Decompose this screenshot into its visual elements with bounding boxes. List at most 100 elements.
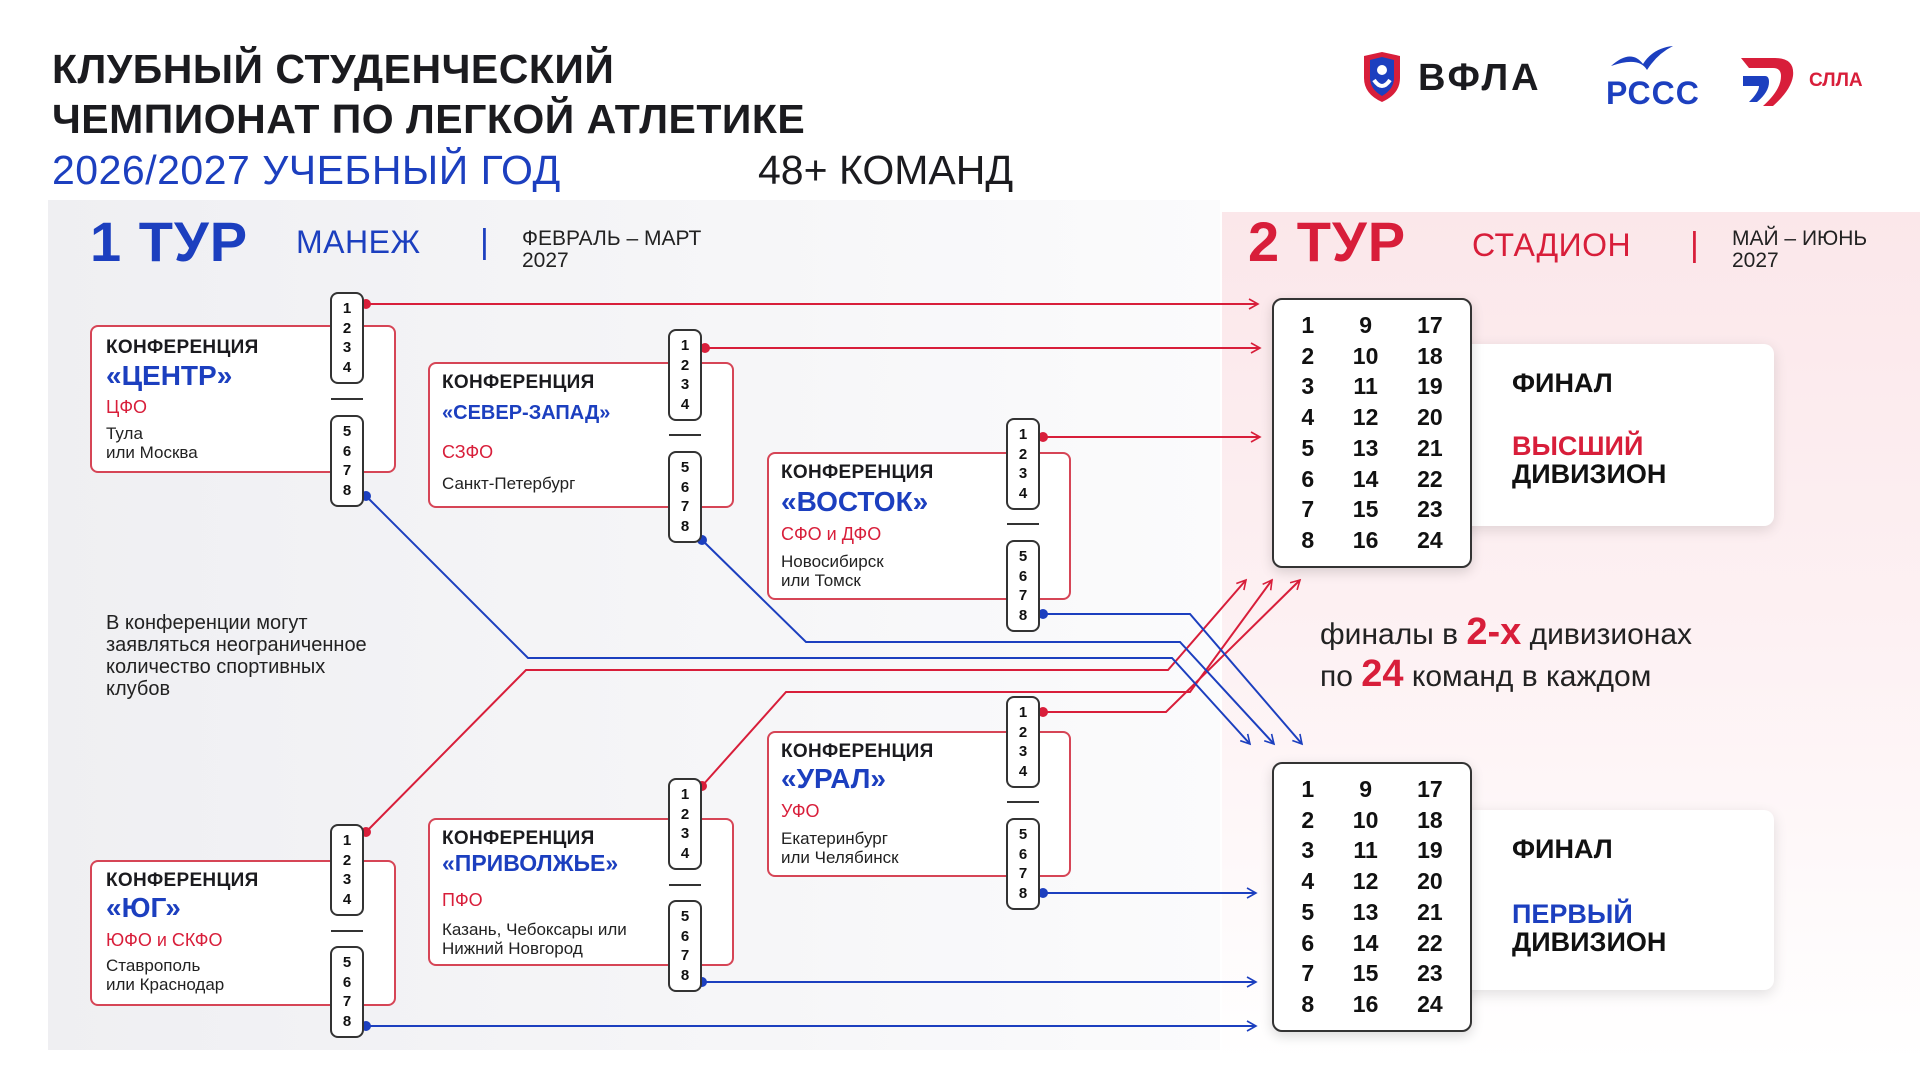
conference-region: СЗФО bbox=[442, 442, 494, 462]
slla-emblem-icon bbox=[1741, 58, 1794, 106]
place-number: 24 bbox=[1417, 526, 1443, 553]
finals-teams-count: 24 bbox=[1361, 653, 1404, 695]
finals-text-line2: по 24 команд в каждом bbox=[1320, 654, 1651, 697]
tour1-venue: МАНЕЖ bbox=[296, 224, 421, 260]
conference-city: или Томск bbox=[781, 571, 861, 590]
place-number: 6 bbox=[680, 927, 690, 945]
place-number: 3 bbox=[1301, 837, 1315, 864]
note-line4: клубов bbox=[106, 678, 171, 700]
divider bbox=[669, 884, 701, 886]
place-number: 10 bbox=[1352, 342, 1379, 369]
place-number: 17 bbox=[1417, 776, 1443, 802]
finals-text: по bbox=[1320, 660, 1362, 693]
place-number: 1 bbox=[1301, 776, 1315, 802]
final-higher-card: ФИНАЛ ВЫСШИЙ ДИВИЗИОН bbox=[1420, 344, 1774, 526]
place-number: 8 bbox=[1301, 526, 1315, 553]
tour1-title: 1 ТУР bbox=[90, 210, 249, 273]
place-number: 8 bbox=[1018, 884, 1028, 902]
place-number: 6 bbox=[1301, 465, 1315, 492]
place-number: 7 bbox=[1018, 587, 1028, 605]
divider bbox=[1007, 523, 1039, 525]
place-number: 15 bbox=[1352, 496, 1379, 523]
place-number: 23 bbox=[1417, 496, 1443, 523]
place-number: 5 bbox=[680, 459, 690, 477]
place-number: 6 bbox=[680, 478, 690, 496]
place-number: 17 bbox=[1417, 312, 1443, 338]
conference-city: или Челябинск bbox=[781, 848, 899, 867]
place-number: 21 bbox=[1417, 898, 1443, 925]
place-number: 1 bbox=[342, 300, 352, 318]
place-number: 4 bbox=[1301, 404, 1315, 431]
tour2-title: 2 ТУР bbox=[1248, 210, 1407, 273]
place-number: 11 bbox=[1353, 373, 1378, 400]
final-title: ФИНАЛ bbox=[1512, 368, 1613, 398]
place-number: 12 bbox=[1352, 404, 1379, 431]
tour1-separator: | bbox=[480, 223, 489, 261]
place-number: 3 bbox=[342, 339, 352, 357]
note-line2: заявляться неограниченное bbox=[106, 634, 367, 656]
place-number: 4 bbox=[342, 890, 352, 908]
conference-name: «ПРИВОЛЖЬЕ» bbox=[442, 850, 619, 876]
division-name: ВЫСШИЙ bbox=[1512, 431, 1644, 461]
finals-text: финалы в bbox=[1320, 618, 1467, 651]
teams-count: 48+ КОМАНД bbox=[758, 147, 1014, 193]
tour2-dates-line2: 2027 bbox=[1732, 249, 1779, 272]
place-number: 8 bbox=[1301, 990, 1315, 1017]
place-number: 4 bbox=[1018, 762, 1028, 780]
place-number: 22 bbox=[1417, 929, 1443, 956]
tour2-dates-line1: МАЙ – ИЮНЬ bbox=[1732, 227, 1868, 250]
conference-city: Санкт-Петербург bbox=[442, 474, 576, 493]
place-number: 1 bbox=[1018, 704, 1028, 722]
place-number: 1 bbox=[1301, 312, 1315, 338]
divider bbox=[331, 930, 363, 932]
place-number: 7 bbox=[1301, 496, 1315, 523]
conference-city: Тула bbox=[106, 424, 143, 443]
place-number: 18 bbox=[1417, 342, 1443, 369]
place-number: 21 bbox=[1417, 434, 1443, 461]
conference-city: Екатеринбург bbox=[781, 829, 888, 848]
place-number: 2 bbox=[1301, 342, 1315, 369]
year-label: 2026/2027 УЧЕБНЫЙ ГОД bbox=[52, 147, 561, 193]
conference-region: ЦФО bbox=[106, 397, 148, 417]
line-ural-top bbox=[1043, 578, 1302, 713]
place-number: 2 bbox=[342, 319, 352, 337]
vfla-emblem-icon bbox=[1364, 52, 1400, 102]
final-title: ФИНАЛ bbox=[1512, 834, 1613, 864]
conference-label: КОНФЕРЕНЦИЯ bbox=[442, 828, 595, 849]
place-number: 4 bbox=[680, 844, 690, 862]
place-number: 23 bbox=[1417, 960, 1443, 987]
conference-city: Нижний Новгород bbox=[442, 939, 583, 958]
place-number: 1 bbox=[342, 832, 352, 850]
conference-name: «ВОСТОК» bbox=[781, 486, 929, 517]
place-number: 3 bbox=[342, 871, 352, 889]
place-number: 14 bbox=[1352, 465, 1379, 492]
place-number: 5 bbox=[1018, 548, 1028, 566]
place-number: 7 bbox=[680, 498, 690, 516]
place-number: 4 bbox=[1301, 868, 1315, 895]
place-number: 6 bbox=[342, 973, 352, 991]
conference-region: УФО bbox=[781, 801, 820, 821]
place-number: 5 bbox=[1301, 434, 1315, 461]
tour2-separator: | bbox=[1690, 226, 1699, 264]
place-number: 2 bbox=[342, 851, 352, 869]
place-number: 8 bbox=[1018, 606, 1028, 624]
place-number: 2 bbox=[1301, 806, 1315, 833]
slla-logo: СЛЛА bbox=[1735, 50, 1863, 112]
conference-city: Новосибирск bbox=[781, 552, 884, 571]
conference-city: или Краснодар bbox=[106, 975, 225, 994]
conference-label: КОНФЕРЕНЦИЯ bbox=[106, 337, 259, 358]
conference-name: «СЕВЕР-ЗАПАД» bbox=[442, 402, 611, 424]
conference-region: СФО и ДФО bbox=[781, 524, 882, 544]
place-number: 19 bbox=[1417, 837, 1443, 864]
note-line1: В конференции могут bbox=[106, 612, 308, 634]
